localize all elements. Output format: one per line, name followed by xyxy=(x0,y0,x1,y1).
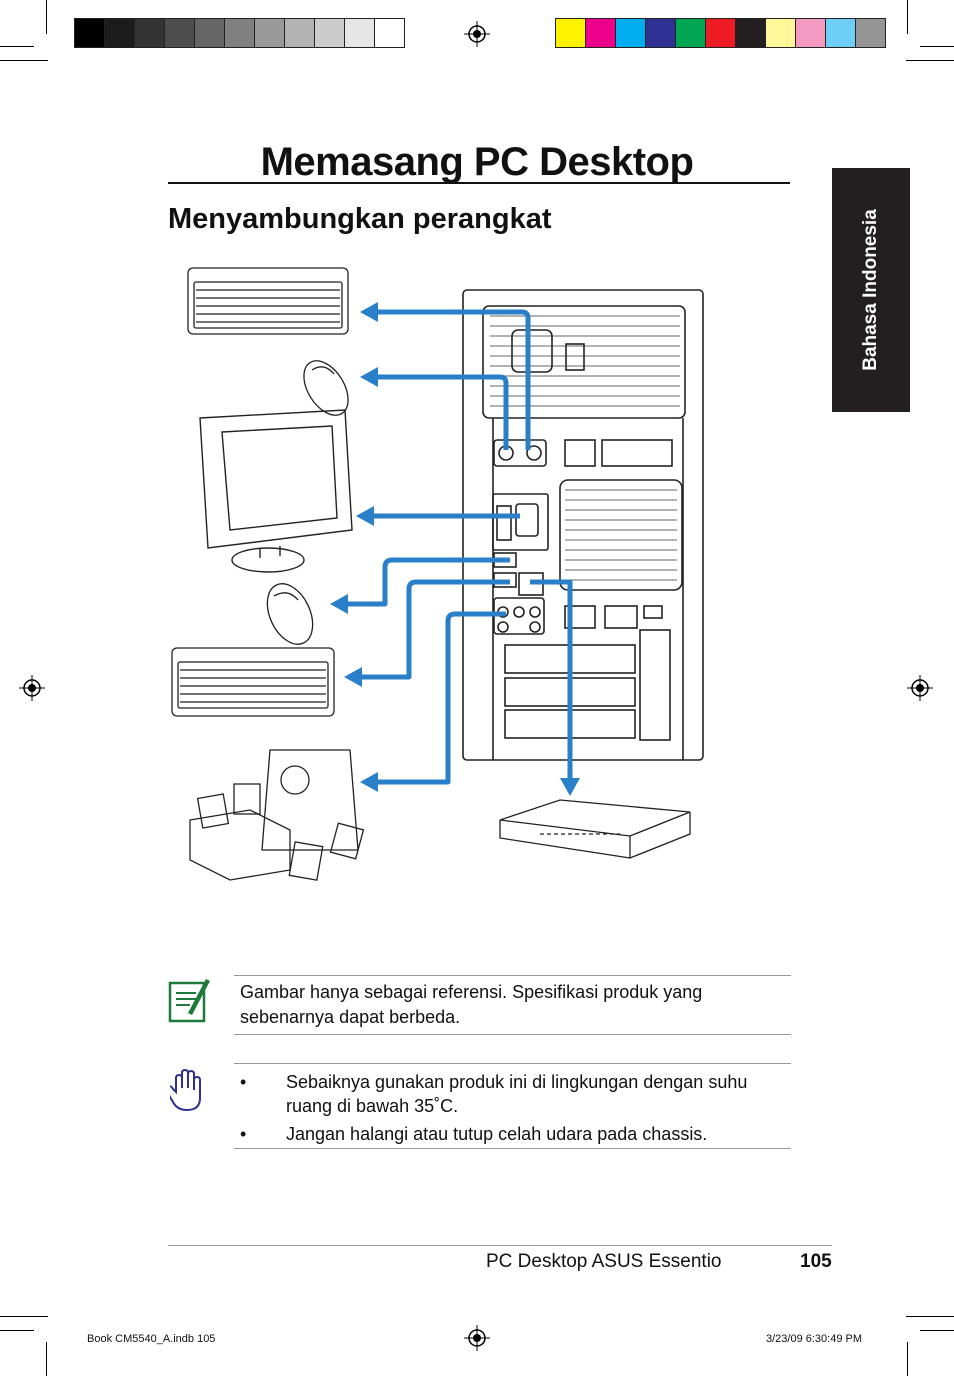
color-swatch xyxy=(315,19,345,47)
color-swatch xyxy=(736,19,766,47)
section-heading: Menyambungkan perangkat xyxy=(168,203,552,235)
keyboard-illustration xyxy=(187,267,349,335)
usb-keyboard-illustration xyxy=(171,647,335,717)
registration-mark-icon xyxy=(907,675,933,701)
footer-rule xyxy=(168,1245,832,1246)
crop-mark xyxy=(0,1316,48,1317)
vent-pattern xyxy=(490,315,680,581)
color-swatch xyxy=(646,19,676,47)
color-swatch xyxy=(285,19,315,47)
slug-file: Book CM5540_A.indb 105 xyxy=(87,1333,216,1345)
color-swatch xyxy=(616,19,646,47)
monitor-illustration xyxy=(199,409,353,573)
crop-mark xyxy=(46,0,47,34)
speaker-system-illustration xyxy=(189,749,365,881)
color-swatch xyxy=(796,19,826,47)
bullet: • xyxy=(240,1072,247,1092)
crop-mark xyxy=(0,1330,34,1331)
warning-text: Sebaiknya gunakan produk ini di lingkung… xyxy=(286,1072,748,1116)
crop-mark xyxy=(907,1342,908,1376)
hand-icon xyxy=(170,1068,201,1112)
color-swatch xyxy=(556,19,586,47)
color-swatch xyxy=(856,19,885,47)
warning-item: • Jangan halangi atau tutup celah udara … xyxy=(234,1122,791,1146)
note-box: Gambar hanya sebagai referensi. Spesifik… xyxy=(234,975,791,1035)
crop-mark xyxy=(920,1330,954,1331)
speaker-arrow xyxy=(372,611,506,785)
warning-item: • Sebaiknya gunakan produk ini di lingku… xyxy=(234,1070,791,1118)
registration-mark-icon xyxy=(464,21,490,47)
registration-mark-icon xyxy=(464,1325,490,1351)
color-swatch xyxy=(165,19,195,47)
color-swatch xyxy=(225,19,255,47)
crop-mark xyxy=(906,1316,954,1317)
pc-chassis xyxy=(462,289,704,761)
warning-text: Jangan halangi atau tutup celah udara pa… xyxy=(286,1124,708,1144)
arrow-heads xyxy=(330,302,580,796)
page-title: Memasang PC Desktop xyxy=(260,140,694,184)
usb-keyboard-arrow xyxy=(356,579,510,680)
color-swatch xyxy=(75,19,105,47)
grayscale-color-bar xyxy=(74,18,405,48)
color-swatch xyxy=(135,19,165,47)
usb-mouse-arrow xyxy=(342,557,510,607)
crop-mark xyxy=(906,60,954,61)
title-rule xyxy=(168,182,790,184)
connection-arrows xyxy=(342,309,573,785)
mouse-arrow xyxy=(372,374,509,450)
crop-mark xyxy=(0,60,48,61)
color-swatch xyxy=(105,19,135,47)
note-text: Gambar hanya sebagai referensi. Spesifik… xyxy=(240,982,703,1027)
footer-product: PC Desktop ASUS Essentio xyxy=(486,1251,722,1272)
color-swatch xyxy=(195,19,225,47)
language-side-tab: Bahasa Indonesia xyxy=(832,168,910,412)
network-switch-illustration xyxy=(499,799,691,859)
color-swatch xyxy=(375,19,404,47)
color-swatch xyxy=(586,19,616,47)
color-swatch xyxy=(676,19,706,47)
network-arrow xyxy=(530,579,573,782)
color-swatch xyxy=(345,19,375,47)
language-label: Bahasa Indonesia xyxy=(860,209,881,371)
color-swatch xyxy=(255,19,285,47)
keyboard-arrow xyxy=(372,309,531,450)
warning-box: • Sebaiknya gunakan produk ini di lingku… xyxy=(234,1063,791,1149)
page-number: 105 xyxy=(800,1251,832,1272)
crop-mark xyxy=(920,46,954,47)
note-pencil-icon xyxy=(168,979,210,1023)
slug-date: 3/23/09 6:30:49 PM xyxy=(766,1333,863,1345)
crop-mark xyxy=(46,1342,47,1376)
color-swatch xyxy=(766,19,796,47)
registration-mark-icon xyxy=(19,675,45,701)
color-swatch xyxy=(706,19,736,47)
process-color-bar xyxy=(555,18,886,48)
crop-mark xyxy=(0,46,34,47)
usb-mouse-illustration xyxy=(266,583,314,645)
mouse-illustration xyxy=(303,360,349,416)
crop-mark xyxy=(907,0,908,34)
bullet: • xyxy=(240,1124,247,1144)
color-swatch xyxy=(826,19,856,47)
connection-diagram xyxy=(171,267,704,881)
